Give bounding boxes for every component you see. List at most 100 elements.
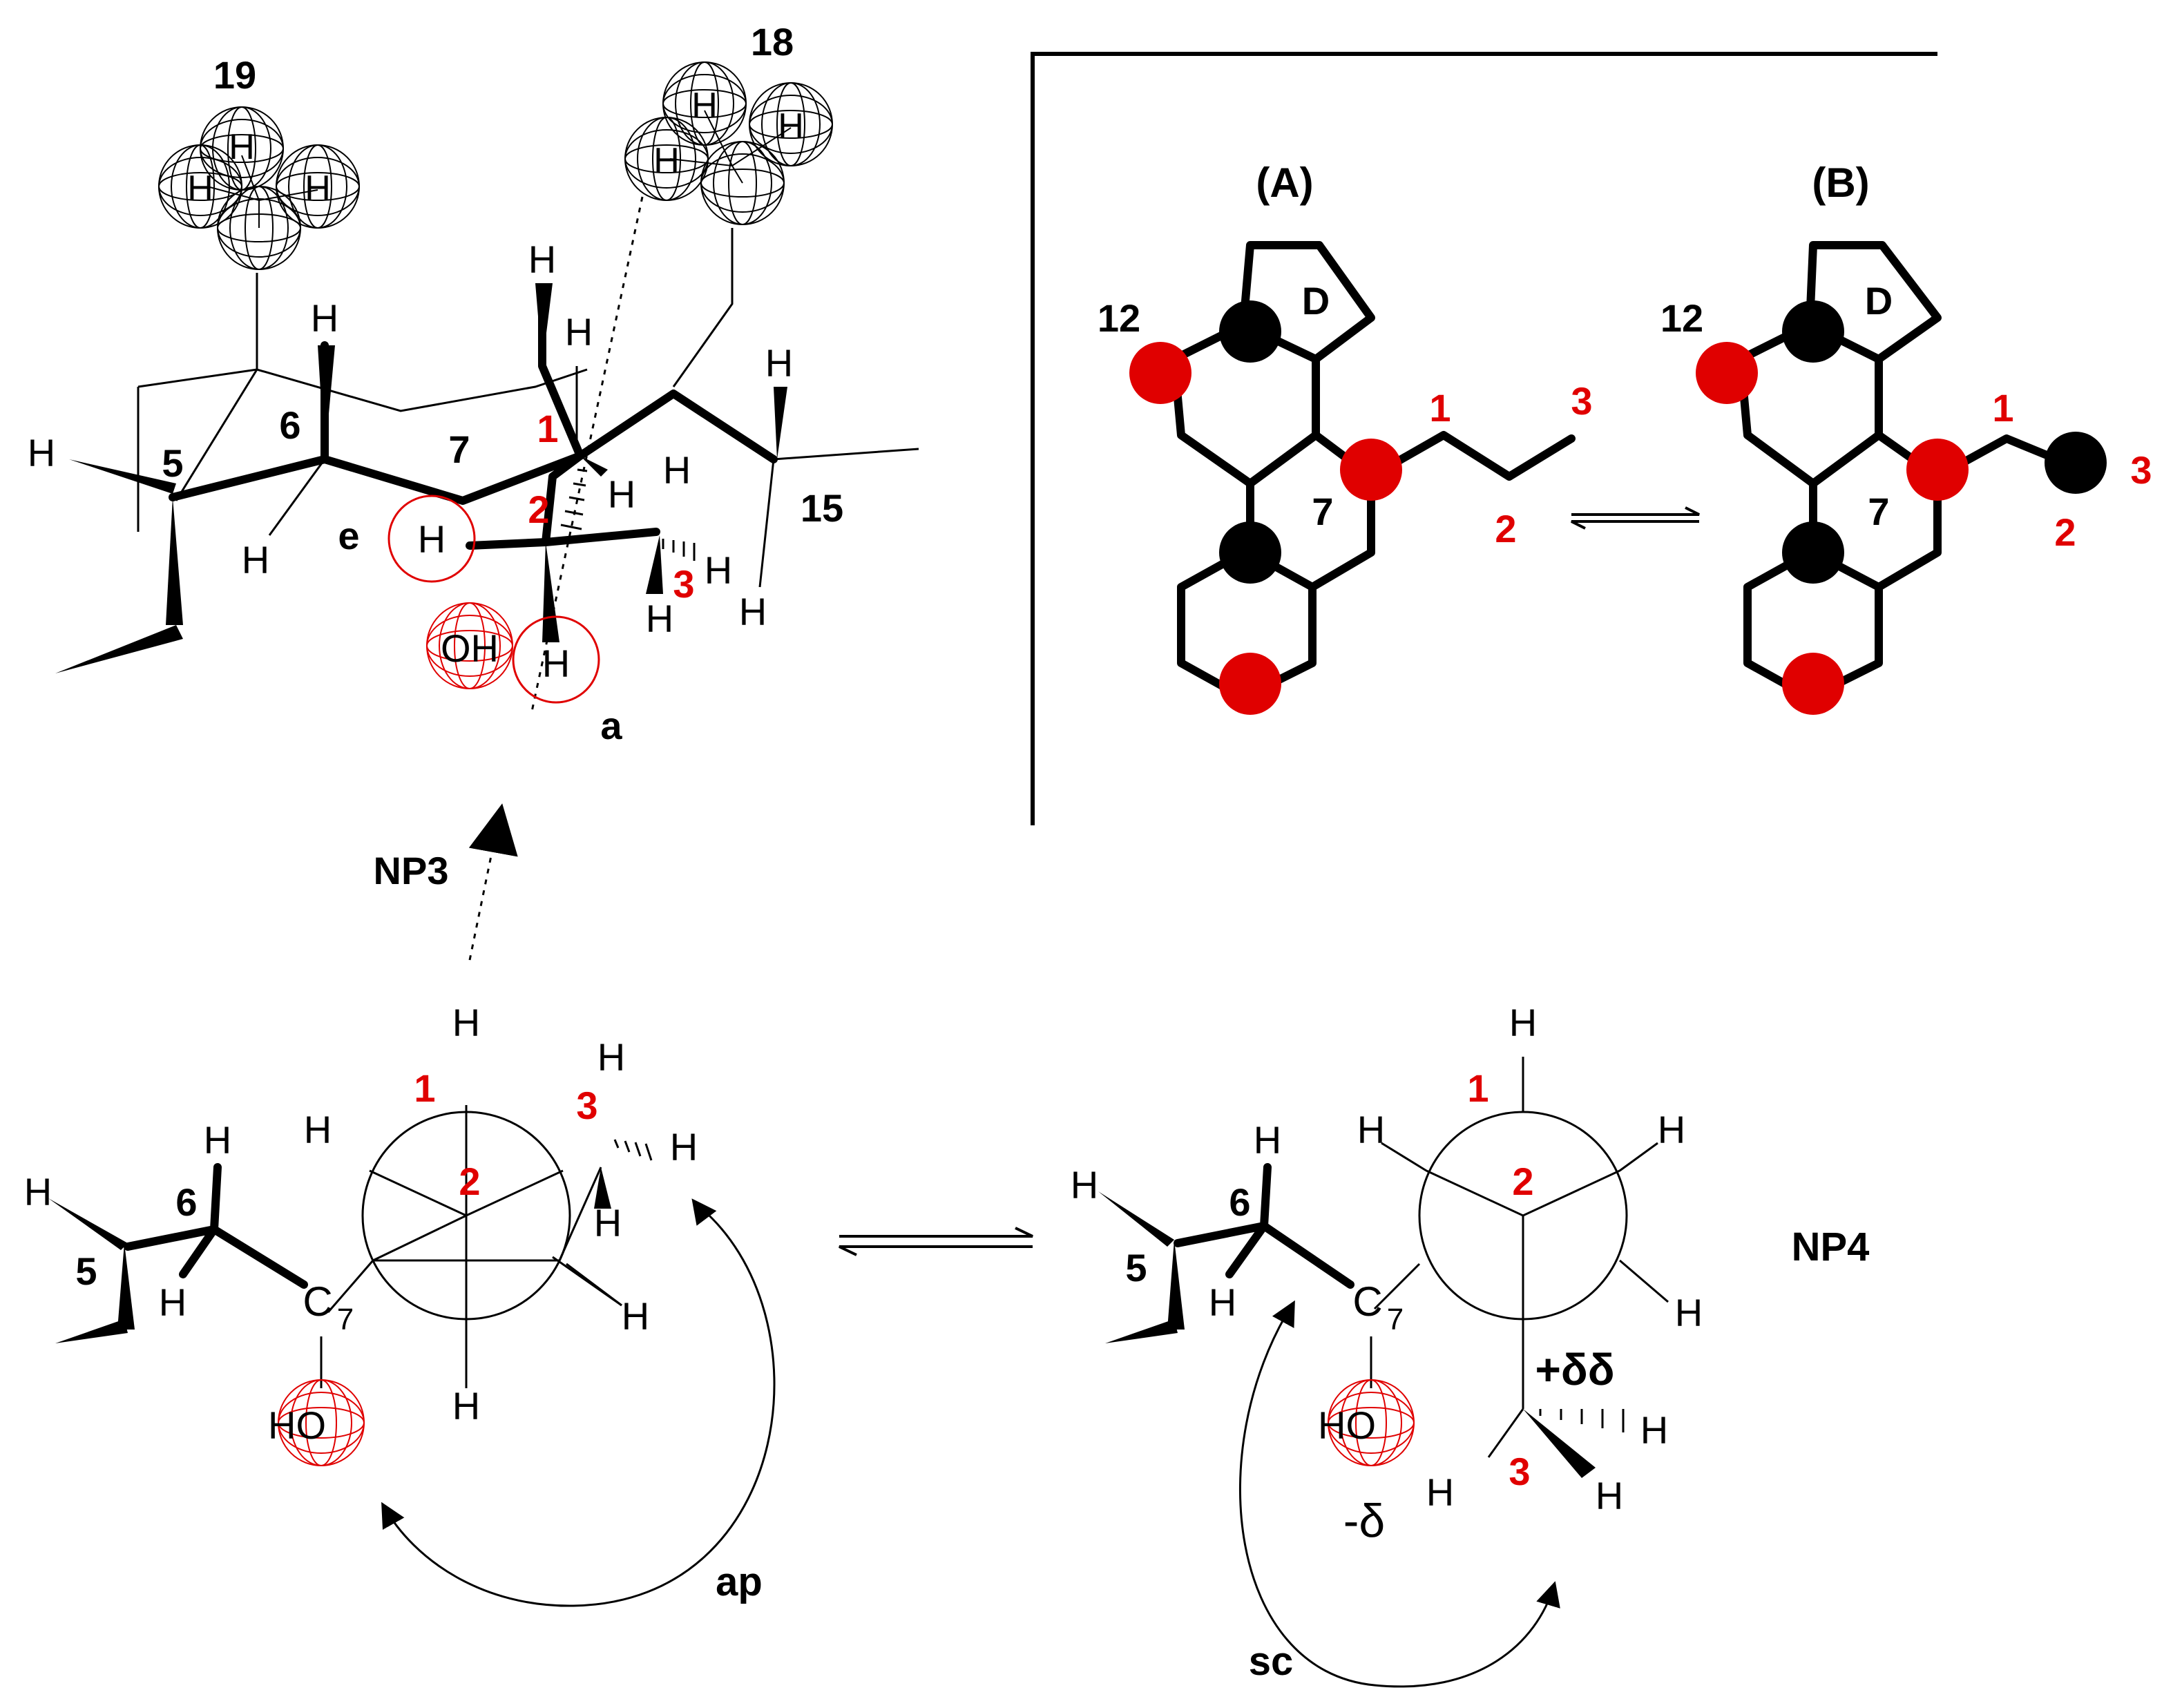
h-c15-down: H (739, 590, 767, 633)
sc-label-c5: 5 (1125, 1246, 1147, 1289)
h-methyl-19-c: H (305, 169, 331, 209)
sc-newman-3: 3 (1509, 1450, 1530, 1493)
ap-label-c6: 6 (175, 1180, 197, 1224)
sc-h-c6-down: H (1209, 1280, 1236, 1324)
ap-rotation-arrow (381, 1204, 776, 1607)
sc-h-front-right: H (1658, 1108, 1685, 1151)
panel-b-chain-3: 3 (2130, 448, 2152, 492)
sc-h-back-right: H (1675, 1291, 1703, 1334)
h-c15-up: H (765, 341, 793, 385)
np3-arrow (468, 803, 518, 857)
label-c5: 5 (162, 441, 183, 485)
h-c5: H (28, 431, 55, 474)
hash-sc-methyl (1539, 1409, 1625, 1432)
hash-ap-methyl (613, 1139, 653, 1161)
wedge-c6-h (318, 345, 335, 459)
highlight-h-equatorial (387, 495, 476, 583)
h-c6-down: H (242, 538, 269, 582)
inset-frame (1031, 52, 1937, 825)
sc-partial-negative: -δ (1343, 1495, 1386, 1547)
methyl-19-spheres (158, 106, 360, 270)
main-equilibrium-arrows (839, 1227, 1033, 1256)
inset-panel: (A) (B) D 12 7 1 2 3 (1031, 52, 2152, 825)
h-methyl-18-a: H (653, 141, 680, 181)
sc-label: sc (1249, 1639, 1294, 1684)
sc-h-methyl-bottom: H (1596, 1474, 1623, 1517)
front-ring-bonds (169, 286, 778, 550)
sc-label-c7-sub: 7 (1387, 1303, 1404, 1336)
h-c3-a: H (663, 448, 691, 492)
inset-equilibrium-arrows (1571, 506, 1700, 530)
ap-h-c5: H (24, 1170, 52, 1213)
ap-newman-1: 1 (414, 1066, 435, 1110)
sc-rotation-arrow (1238, 1305, 1560, 1688)
sc-newman-1: 1 (1467, 1066, 1488, 1110)
h-methyl-19-a: H (187, 169, 213, 209)
bottom-left-newman: H H H H H H H H H H 5 6 C 7 1 2 3 HO ap (24, 1001, 776, 1607)
wedge-c5-down (166, 497, 183, 625)
ap-h-front-top: H (452, 1001, 480, 1044)
panel-a-skeleton (1129, 241, 1576, 715)
back-ring-bonds (137, 228, 919, 532)
label-c6: 6 (279, 403, 300, 447)
panel-b-label: (B) (1812, 160, 1869, 206)
bond-c15-h-down (758, 459, 775, 588)
label-np3: NP3 (374, 849, 449, 892)
panel-a-chain-2: 2 (1495, 507, 1516, 550)
label-c7: 7 (448, 428, 470, 471)
methyl-18-label: 18 (751, 20, 794, 64)
sc-h-front-left: H (1357, 1108, 1385, 1151)
bottom-right-newman: H H H H H H H H H H 5 6 C 7 1 2 3 HO +δδ… (1071, 1001, 1870, 1688)
panel-a-c12: 12 (1098, 296, 1140, 340)
ap-h-front-left: H (304, 1108, 332, 1151)
sc-h-methyl-right: H (1640, 1408, 1668, 1452)
ap-h-c6-down: H (159, 1280, 186, 1324)
label-side-c1: 1 (537, 407, 558, 450)
ap-label-c5: 5 (75, 1249, 97, 1293)
ap-label-c7: C (303, 1278, 332, 1325)
panel-b-chain-1: 1 (1992, 386, 2013, 430)
hash-c3-h (662, 539, 696, 561)
ap-newman-3: 3 (576, 1084, 597, 1127)
top-hydrogens: H H H H H H H H H H H H H H H H H H H (28, 86, 804, 685)
panel-a-c7: 7 (1312, 490, 1333, 533)
label-side-c3: 3 (673, 562, 694, 606)
panel-b-c12: 12 (1660, 296, 1703, 340)
wedge-c15 (774, 387, 787, 459)
panel-b-ring-d: D (1865, 279, 1893, 323)
ap-h-back-right: H (622, 1294, 649, 1338)
label-side-c2: 2 (528, 488, 549, 531)
sc-h-methyl-left: H (1426, 1470, 1454, 1514)
ap-label: ap (716, 1560, 763, 1604)
np3-lower-line (468, 842, 495, 961)
ap-newman-2: 2 (459, 1160, 480, 1203)
sc-partial-positive: +δδ (1535, 1345, 1615, 1394)
ap-label-c7-sub: 7 (337, 1303, 354, 1336)
wedge-c2-h (542, 542, 559, 642)
methyl-18-spheres (624, 61, 833, 225)
sc-h-c5: H (1071, 1163, 1098, 1207)
wedge-c7-h (535, 283, 553, 366)
ap-h-c6-up: H (204, 1118, 231, 1162)
methyl-19-label: 19 (213, 53, 256, 97)
ap-h-methyl-right: H (670, 1125, 698, 1169)
wedge-ethyl (55, 625, 183, 673)
ap-h-methyl-down: H (594, 1201, 622, 1245)
h-equatorial: H (418, 517, 446, 561)
wedge-c5-h (69, 459, 176, 494)
panel-a-ring-d: D (1302, 279, 1330, 323)
h-methyl-18-b: H (691, 86, 718, 126)
bond-c6-h-down (268, 459, 326, 536)
panel-a-chain-1: 1 (1429, 386, 1451, 430)
h-c3-c: H (646, 597, 673, 640)
panel-b-c7: 7 (1868, 490, 1889, 533)
wedge-c3-h (646, 535, 663, 594)
panel-b-chain-2: 2 (2054, 510, 2076, 554)
sc-label-c7: C (1352, 1278, 1382, 1325)
ap-hydroxyl: HO (268, 1403, 326, 1447)
highlight-h-axial (512, 615, 600, 704)
h-c6-up: H (311, 296, 338, 340)
conformer-np4-label: NP4 (1792, 1225, 1870, 1269)
h-axial: H (542, 642, 570, 685)
ap-h-back-bottom: H (452, 1384, 480, 1428)
